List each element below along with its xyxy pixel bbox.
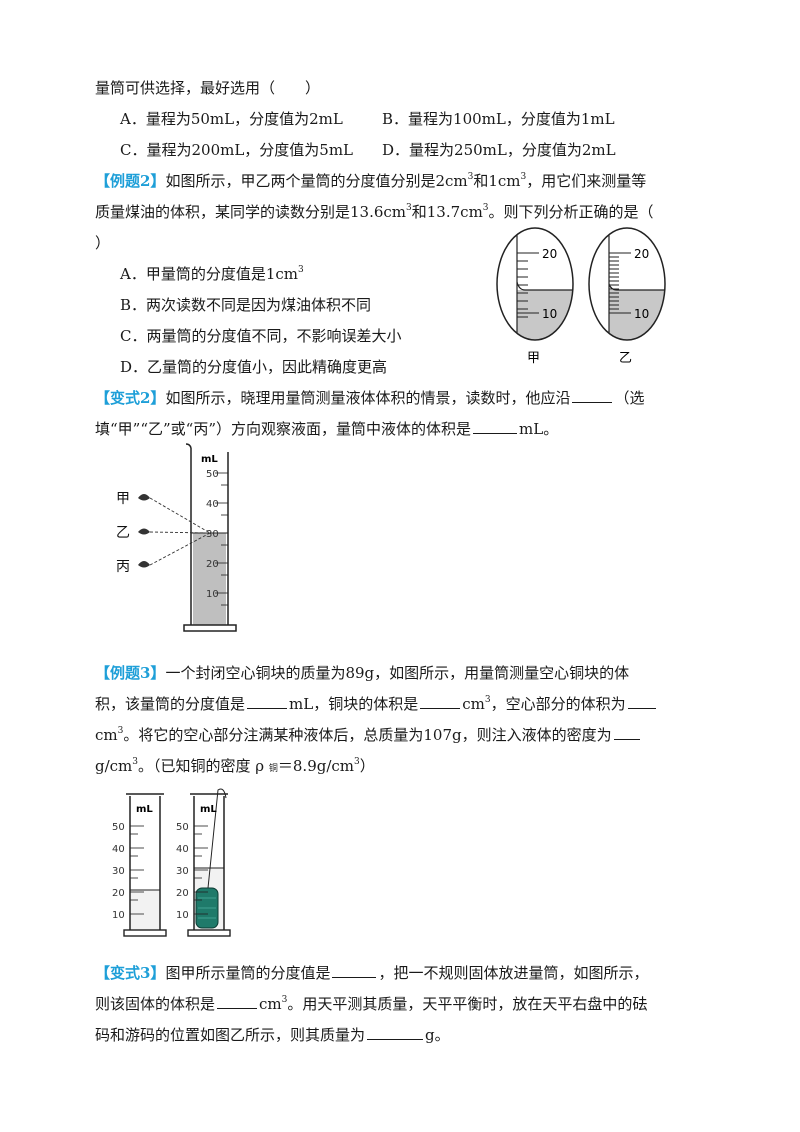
var2-cylinder-figure: mL 50 40 30 20 10 甲 乙 丙 bbox=[116, 443, 237, 632]
q1-option-b: B．量程为100mL，分度值为1mL bbox=[382, 110, 615, 128]
ex2-line-3: ） bbox=[95, 234, 111, 252]
ex3-right-tick-50: 50 bbox=[176, 822, 189, 833]
jia-view bbox=[497, 228, 573, 340]
ex2-option-d: D．乙量筒的分度值小，因此精确度更高 bbox=[120, 358, 388, 376]
string-line bbox=[207, 788, 227, 889]
ex3-cylinder-left: mL 50 40 30 20 10 bbox=[112, 793, 167, 937]
var2-tick-10: 10 bbox=[206, 589, 219, 600]
ex3-cylinders-figure: mL 50 40 30 20 10 mL bbox=[112, 788, 231, 937]
ex2-cylinder-figure: 20 10 甲 20 10 乙 bbox=[496, 227, 666, 366]
jia-tick-10: 10 bbox=[542, 307, 557, 321]
eye-bing-icon bbox=[138, 561, 150, 568]
yi-view bbox=[589, 228, 665, 340]
ex3-right-tick-40: 40 bbox=[176, 844, 189, 855]
ex2-line-1: 【例题2】如图所示，甲乙两个量筒的分度值分别是2cm3和1cm3，用它们来测量等 bbox=[95, 172, 647, 190]
var2-tick-40: 40 bbox=[206, 499, 219, 510]
yi-tick-20: 20 bbox=[634, 247, 649, 261]
q1-option-a: A．量程为50mL，分度值为2mL bbox=[120, 110, 343, 128]
ex3-left-tick-50: 50 bbox=[112, 822, 125, 833]
ex3-line-1: 【例题3】一个封闭空心铜块的质量为89g，如图所示，用量筒测量空心铜块的体 bbox=[95, 664, 630, 682]
eye-yi-icon bbox=[138, 528, 150, 535]
var2-line-1: 【变式2】如图所示，晓理用量筒测量液体体积的情景，读数时，他应沿（选 bbox=[95, 388, 645, 407]
ex3-left-tick-20: 20 bbox=[112, 888, 125, 899]
ex2-line-2: 质量煤油的体积，某同学的读数分别是13.6cm3和13.7cm3。则下列分析正确… bbox=[95, 203, 654, 221]
var2-liquid bbox=[193, 533, 226, 625]
var2-tick-30: 30 bbox=[206, 529, 219, 540]
yi-tick-10: 10 bbox=[634, 307, 649, 321]
ex2-option-b: B．两次读数不同是因为煤油体积不同 bbox=[120, 296, 372, 314]
ex3-line-4: g/cm3。（已知铜的密度 ρ 铜＝8.9g/cm3） bbox=[95, 757, 375, 775]
q1-option-c: C．量程为200mL，分度值为5mL bbox=[120, 141, 354, 159]
var3-line-1: 【变式3】图甲所示量筒的分度值是，把一不规则固体放进量筒，如图所示， bbox=[95, 963, 649, 982]
eye-bing-label: 丙 bbox=[116, 559, 130, 575]
sightline-jia bbox=[149, 497, 211, 534]
ex3-blank-3 bbox=[627, 694, 656, 709]
var3-blank-3 bbox=[367, 1025, 424, 1040]
q1-option-d: D．量程为250mL，分度值为2mL bbox=[382, 141, 616, 159]
var2-blank-1 bbox=[572, 388, 613, 403]
jia-label: 甲 bbox=[527, 351, 540, 366]
var2-unit: mL bbox=[201, 454, 218, 465]
ex3-blank-4 bbox=[613, 725, 640, 740]
ex3-left-unit: mL bbox=[136, 804, 153, 815]
ex2-option-a: A．甲量筒的分度值是1cm3 bbox=[120, 265, 304, 283]
ex3-left-tick-40: 40 bbox=[112, 844, 125, 855]
ex3-left-tick-30: 30 bbox=[112, 866, 125, 877]
var2-tag: 【变式2】 bbox=[95, 389, 166, 407]
eye-yi-label: 乙 bbox=[116, 525, 130, 541]
q1-stem: 量筒可供选择，最好选用（ ） bbox=[95, 79, 321, 97]
var2-blank-2 bbox=[473, 419, 518, 434]
ex3-right-tick-10: 10 bbox=[176, 910, 189, 921]
ex3-right-tick-30: 30 bbox=[176, 866, 189, 877]
var2-tick-20: 20 bbox=[206, 559, 219, 570]
yi-label: 乙 bbox=[619, 351, 632, 366]
ex3-left-tick-10: 10 bbox=[112, 910, 125, 921]
ex3-line-3: cm3。将它的空心部分注满某种液体后，总质量为107g，则注入液体的密度为 bbox=[95, 725, 642, 745]
var3-tag: 【变式3】 bbox=[95, 964, 166, 982]
ex3-blank-2 bbox=[420, 694, 461, 709]
eye-jia-icon bbox=[138, 494, 150, 501]
ex3-cylinder-right: mL 50 40 30 20 10 bbox=[176, 788, 231, 937]
var3-blank-2 bbox=[217, 994, 258, 1009]
ex2-tag: 【例题2】 bbox=[95, 172, 166, 190]
ex3-right-unit: mL bbox=[200, 804, 217, 815]
eye-jia-label: 甲 bbox=[116, 491, 130, 507]
sightline-yi bbox=[149, 531, 211, 534]
var2-tick-50: 50 bbox=[206, 469, 219, 480]
jia-tick-20: 20 bbox=[542, 247, 557, 261]
var3-blank-1 bbox=[332, 963, 377, 978]
ex3-right-tick-20: 20 bbox=[176, 888, 189, 899]
ex3-blank-1 bbox=[247, 694, 288, 709]
sightline-bing bbox=[149, 532, 211, 566]
ex2-option-c: C．两量筒的分度值不同，不影响误差大小 bbox=[120, 327, 402, 345]
ex3-tag: 【例题3】 bbox=[95, 664, 166, 682]
